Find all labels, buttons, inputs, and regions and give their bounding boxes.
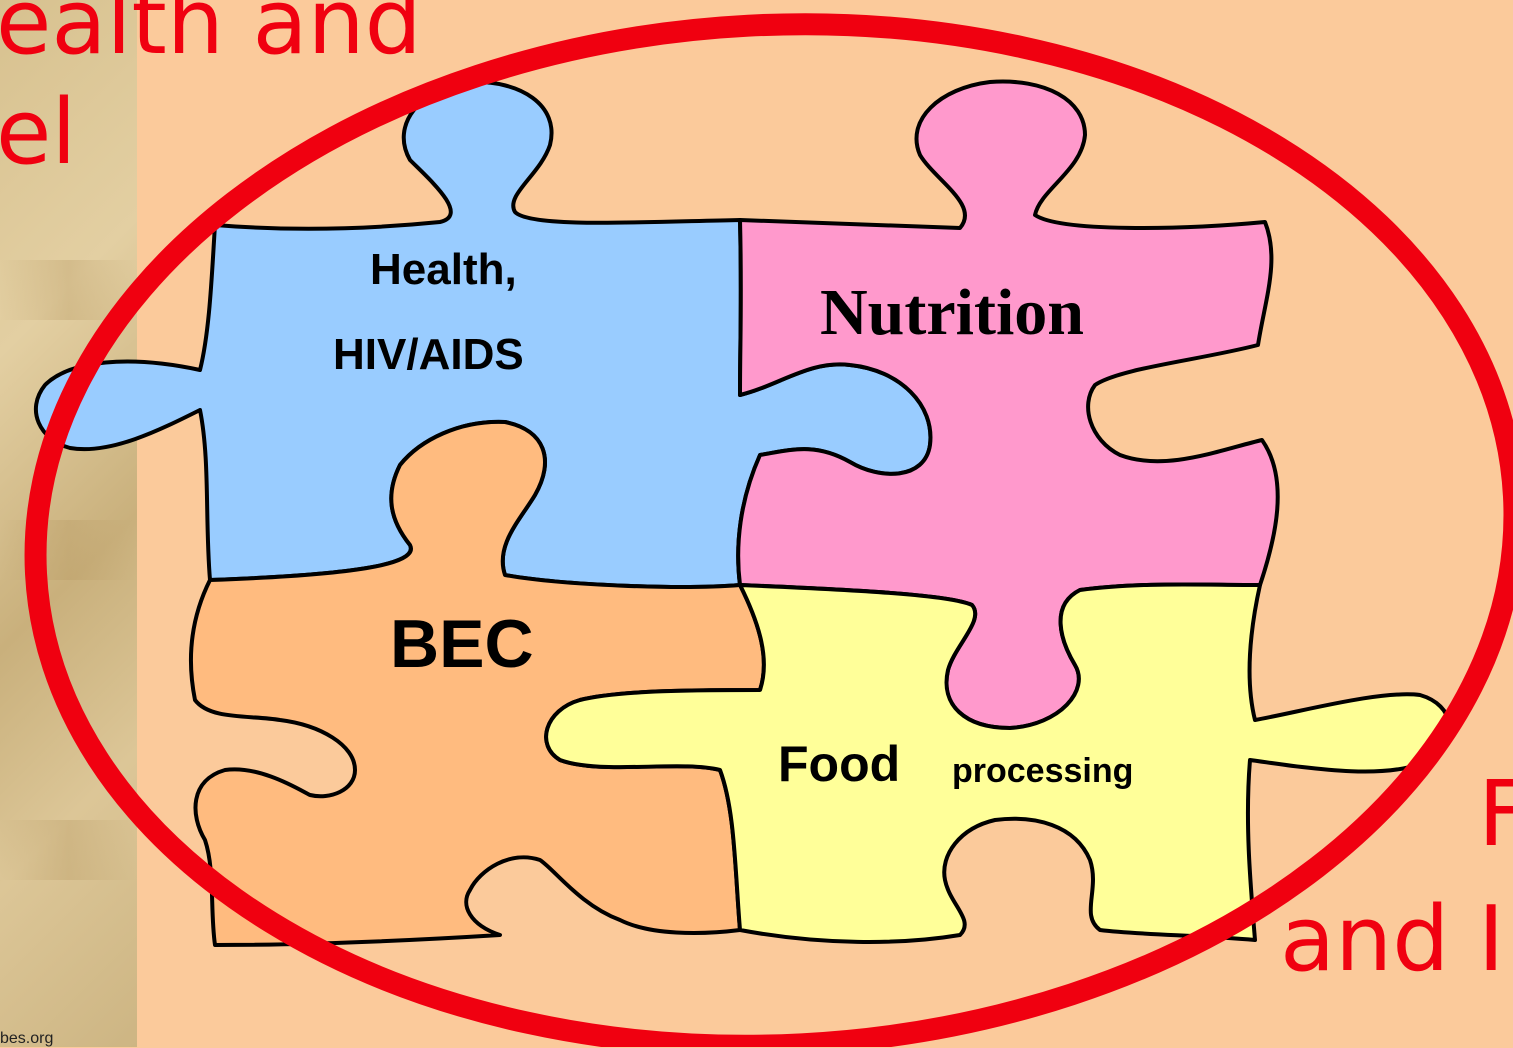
processing-label: processing [952,752,1133,791]
food-label: Food [778,735,900,793]
bec-label: BEC [390,605,534,683]
health-label-line1: Health, [370,245,517,295]
nutrition-label: Nutrition [820,275,1084,351]
footer-url: bes.org [0,1030,53,1048]
health-label-line2: HIV/AIDS [333,330,524,380]
